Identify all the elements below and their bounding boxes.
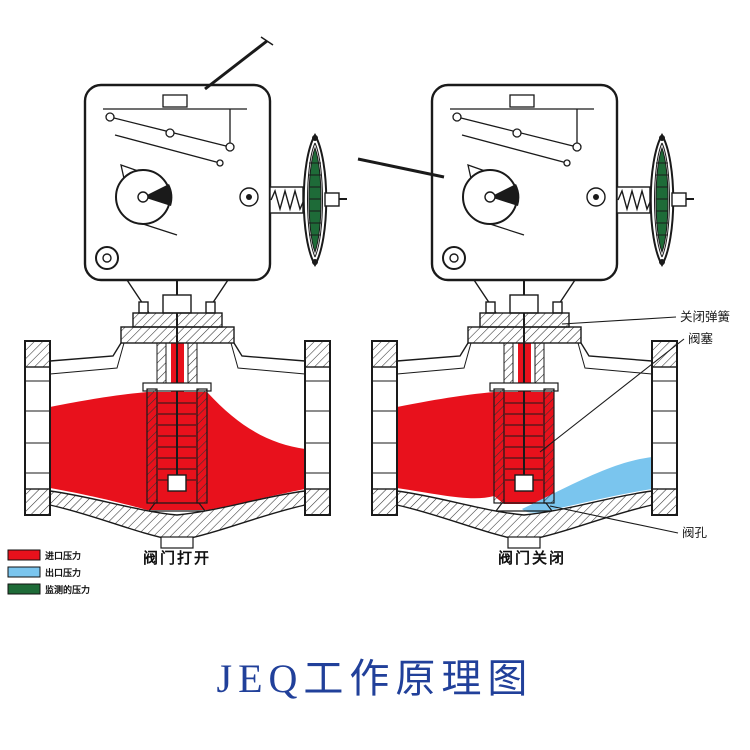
manual-lever [204,39,268,91]
manual-lever [357,157,445,179]
annotation-valve-orifice: 阀孔 [549,505,708,540]
caption-valve-closed: 阀门关闭 [498,549,566,567]
valve-closed-view [357,83,696,550]
annotation-valve-plug: 阀塞 [539,331,714,453]
legend-label-monitored: 监测的压力 [45,584,90,595]
annotation-label: 阀孔 [682,526,708,540]
legend-label-inlet: 进口压力 [45,550,81,561]
legend-swatch-monitored [7,583,41,595]
legend-swatch-outlet [7,566,41,578]
annotation-label: 关闭弹簧 [680,309,730,324]
caption-valve-open: 阀门打开 [143,549,211,567]
leader-line [539,338,685,453]
legend: 进口压力 出口压力 监测的压力 [7,549,90,595]
leader-line [561,316,677,325]
valve-open-view [23,36,349,550]
annotation-closing-spring: 关闭弹簧 [561,309,730,325]
leader-line [549,505,679,534]
annotation-label: 阀塞 [688,331,714,346]
legend-swatch-inlet [7,549,41,561]
legend-label-outlet: 出口压力 [45,567,81,578]
diagram-title: JEQ工作原理图 [217,656,534,701]
